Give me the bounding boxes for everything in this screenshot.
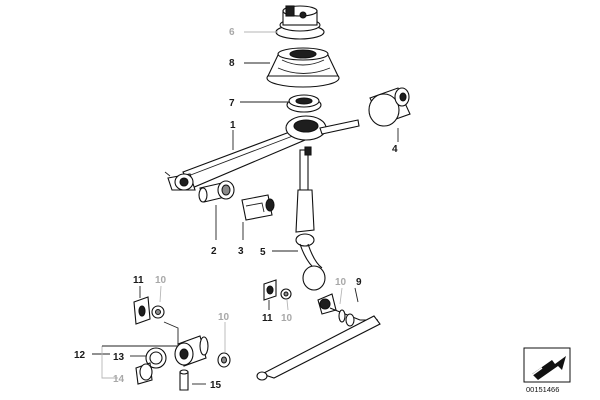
part-12-13-bushing-assembly [145, 335, 209, 369]
part-4-rubber-mount [368, 87, 411, 127]
callout-10-left: 10 [155, 275, 167, 286]
callout-7: 7 [229, 98, 235, 109]
part-10-washer-center [217, 352, 231, 368]
arrow-pointer-badge-icon [532, 356, 566, 380]
callout-12: 12 [74, 350, 86, 361]
part-11-clip-left [133, 296, 151, 325]
callout-11-right: 11 [262, 313, 273, 324]
part-2-pivot-pin [198, 180, 235, 203]
part-14-small-bush [135, 362, 153, 385]
part-1-selector-arm [164, 115, 360, 191]
part-5-shift-rod [295, 146, 326, 291]
callout-9: 9 [356, 277, 362, 288]
part-10-washer-right [280, 288, 292, 300]
callout-13: 13 [113, 352, 125, 363]
callout-2: 2 [211, 246, 217, 257]
callout-5: 5 [260, 247, 266, 258]
callout-8: 8 [229, 58, 235, 69]
part-3-clip [241, 194, 275, 221]
leader-lines [92, 31, 399, 385]
callout-10-center: 10 [218, 312, 230, 323]
callout-1: 1 [230, 120, 236, 131]
callout-4: 4 [392, 144, 398, 155]
callout-3: 3 [238, 246, 244, 257]
part-10-washer-left [151, 305, 165, 319]
callout-15: 15 [210, 380, 222, 391]
callout-10-right: 10 [335, 277, 347, 288]
part-9-lower-linkage [256, 293, 381, 381]
part-7-bushing-ring [286, 94, 322, 113]
part-11-clip-right [263, 279, 277, 301]
callout-14: 14 [113, 374, 125, 385]
part-6-clamp-ring [275, 5, 325, 40]
part-15-pin [179, 369, 189, 391]
callout-11-left: 11 [133, 275, 144, 286]
diagram-id: 00151466 [526, 385, 559, 394]
callout-10-mid: 10 [281, 313, 293, 324]
callout-labels: 6 8 7 1 4 2 3 5 11 10 10 9 11 10 10 12 1… [74, 27, 398, 391]
part-8-rubber-boot [266, 47, 340, 88]
callout-6: 6 [229, 27, 235, 38]
orientation-badge [523, 347, 571, 383]
